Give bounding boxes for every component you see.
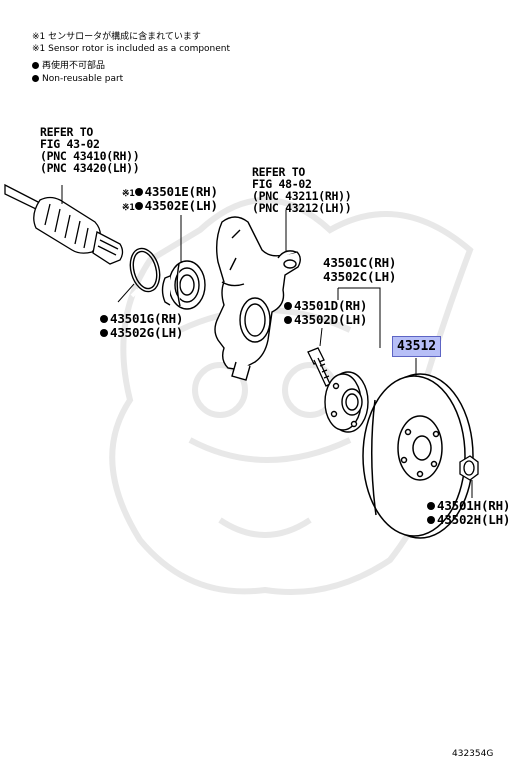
non-reusable-icon	[427, 502, 435, 510]
bullet-icon	[32, 75, 39, 82]
non-reusable-icon	[134, 202, 143, 210]
legend-english: Non-reusable part	[32, 74, 123, 85]
note-english: ※1 Sensor rotor is included as a compone…	[32, 44, 231, 54]
non-reusable-icon	[134, 188, 143, 196]
non-reusable-icon	[427, 516, 435, 524]
steering-knuckle	[214, 216, 301, 381]
leader-lines	[61, 185, 473, 498]
drive-shaft	[4, 183, 124, 265]
part-nut-lh[interactable]: 43502H(LH)	[427, 513, 510, 527]
part-rotor-highlight[interactable]: 43512	[392, 336, 442, 357]
part-bolt-lh[interactable]: 43502D(LH)	[284, 313, 367, 327]
part-nut-rh[interactable]: 43501H(RH)	[427, 499, 510, 513]
part-hub-rh[interactable]: 43501C(RH)	[323, 255, 397, 270]
legend-japanese: 再使用不可部品	[32, 61, 105, 72]
non-reusable-icon	[284, 302, 292, 310]
non-reusable-icon	[284, 316, 292, 324]
figure-number: 432354G	[452, 749, 494, 759]
refer-driveshaft: REFER TO FIG 43-02 (PNC 43410(RH)) (PNC …	[40, 125, 140, 175]
note-japanese: ※1 センサロータが構成に含まれています	[32, 32, 201, 42]
part-bolt-rh[interactable]: 43501D(RH)	[284, 299, 367, 313]
hub-bearing	[161, 260, 206, 310]
non-reusable-icon	[100, 329, 108, 337]
part-hub-lh[interactable]: 43502C(LH)	[323, 269, 397, 284]
hub-nut	[459, 455, 479, 481]
part-snapring-rh[interactable]: 43501G(RH)	[100, 312, 183, 326]
refer-knuckle: REFER TO FIG 48-02 (PNC 43211(RH)) (PNC …	[252, 165, 352, 215]
watermark-emblem	[109, 197, 474, 595]
bullet-icon	[32, 62, 39, 69]
non-reusable-icon	[100, 315, 108, 323]
disc-rotor	[362, 373, 474, 539]
axle-hub	[324, 371, 369, 433]
snap-ring	[129, 247, 161, 298]
part-snapring-lh[interactable]: 43502G(LH)	[100, 326, 183, 340]
